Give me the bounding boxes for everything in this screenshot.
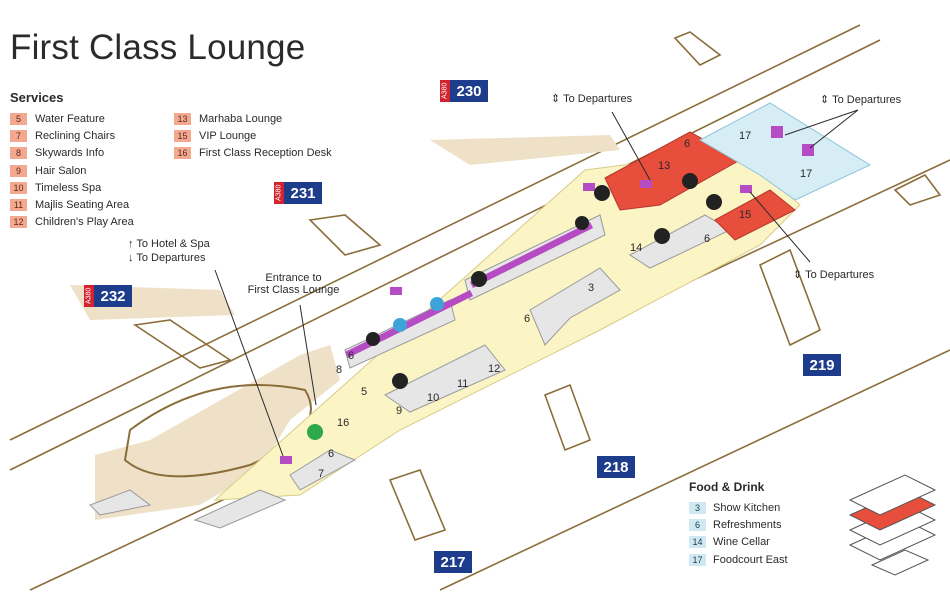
services-heading: Services — [10, 90, 64, 105]
zone-number: 9 — [396, 405, 403, 417]
zone-number: 6 — [684, 138, 691, 150]
to-departures-callout-2: ⇕ To Departures — [820, 94, 902, 106]
zone-number: 6 — [328, 448, 335, 460]
zone-number: 5 — [361, 386, 368, 398]
level-indicator — [848, 474, 937, 576]
leader-lines — [214, 109, 859, 457]
zone-number: 11 — [457, 378, 469, 390]
zone-number: 6 — [348, 350, 355, 362]
a380-badge: A380 — [274, 182, 284, 204]
zone-number: 6 — [704, 233, 711, 245]
gate-217[interactable]: 217 — [434, 551, 472, 573]
apron-area — [95, 345, 340, 520]
jetbridge-strip — [430, 135, 620, 165]
food-drink-heading: Food & Drink — [689, 480, 765, 494]
gate-number: 217 — [434, 551, 472, 573]
gate-number: 218 — [597, 456, 635, 478]
zone-number: 12 — [488, 363, 501, 375]
poi-icons — [307, 173, 722, 440]
page-title: First Class Lounge — [10, 28, 306, 67]
zone-number: 8 — [336, 364, 343, 376]
zone-number: 10 — [427, 392, 440, 404]
to-departures-callout-1: ⇕ To Departures — [551, 93, 633, 105]
zone-number: 7 — [318, 468, 325, 480]
zone-number: 17 — [739, 130, 752, 142]
gate-number: 230 — [450, 80, 488, 102]
to-departures-callout-3: ⇕ To Departures — [793, 269, 875, 281]
up-down-arrow-icon: ⇕ — [793, 269, 806, 281]
to-departures-callout-4: ↓ To Departures — [128, 252, 206, 264]
zone-number: 6 — [524, 313, 531, 325]
a380-badge: A380 — [84, 285, 94, 307]
zone-number: 14 — [630, 242, 643, 254]
zone-number: 13 — [658, 160, 671, 172]
zone-number: 15 — [739, 209, 752, 221]
gate-219[interactable]: 219 — [803, 354, 841, 376]
gate-218[interactable]: 218 — [597, 456, 635, 478]
gate-number: 219 — [803, 354, 841, 376]
zone-number: 17 — [800, 168, 813, 180]
foodcourt-east — [698, 102, 872, 201]
gate-232[interactable]: A380 232 — [84, 285, 132, 307]
marhaba-lounge — [604, 131, 742, 211]
zone-number: 3 — [588, 282, 595, 294]
gate-231[interactable]: A380 231 — [274, 182, 322, 204]
vip-lounge — [714, 189, 796, 241]
entrance-callout: Entrance to First Class Lounge — [247, 272, 340, 296]
apron-outline — [9, 24, 950, 591]
a380-badge: A380 — [440, 80, 450, 102]
furniture-blocks — [89, 214, 732, 529]
to-hotel-spa-callout: ↑ To Hotel & Spa — [128, 238, 210, 250]
gate-number: 231 — [284, 182, 322, 204]
gate-number: 232 — [94, 285, 132, 307]
down-arrow-icon: ↓ — [128, 252, 137, 264]
up-down-arrow-icon: ⇕ — [820, 94, 833, 106]
up-arrow-icon: ↑ — [128, 238, 137, 250]
gate-230[interactable]: A380 230 — [440, 80, 488, 102]
zone-number: 16 — [337, 417, 350, 429]
up-down-arrow-icon: ⇕ — [551, 93, 564, 105]
